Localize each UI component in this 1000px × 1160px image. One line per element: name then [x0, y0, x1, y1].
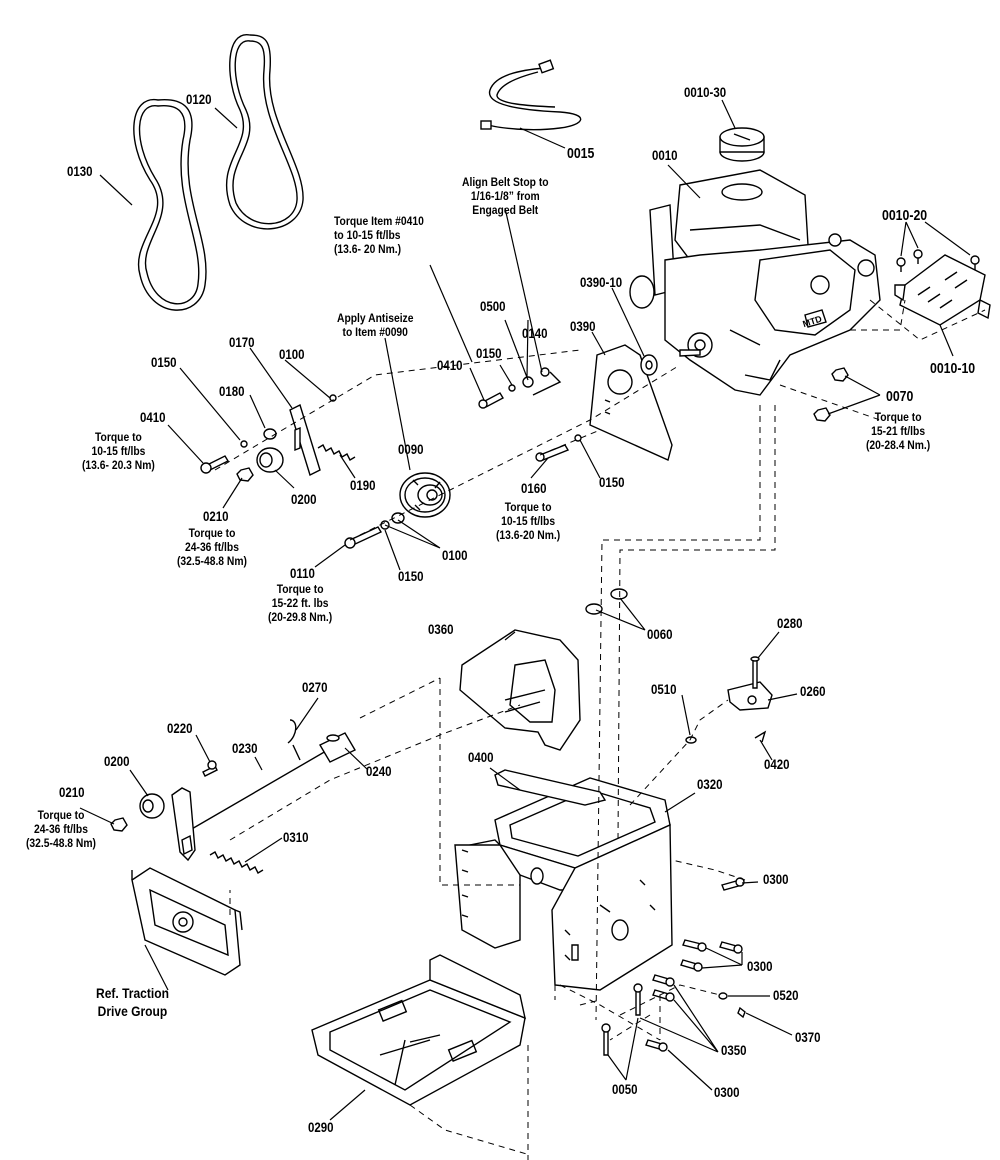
part-label-0060: 0060 [647, 626, 673, 642]
part-label-0100-upper: 0100 [279, 346, 305, 362]
part-label-0320: 0320 [697, 776, 723, 792]
part-label-0260: 0260 [800, 683, 826, 699]
part-label-0015: 0015 [567, 145, 595, 162]
plate-0400 [494, 769, 607, 806]
part-label-0410-upper: 0410 [437, 357, 463, 373]
engine-0010: MTD [629, 169, 881, 396]
idler-pulley-0200 [236, 447, 284, 482]
spring-0190 [317, 444, 356, 461]
note-torque-item-0410: Torque Item #0410 to 10-15 ft/lbs (13.6-… [334, 214, 424, 256]
part-label-0400: 0400 [468, 749, 494, 765]
part-label-0520: 0520 [773, 987, 799, 1003]
bolt-0160 [535, 434, 582, 462]
part-label-0270: 0270 [302, 679, 328, 695]
part-label-0310: 0310 [283, 829, 309, 845]
note-torque-0070: Torque to 15-21 ft/lbs (20-28.4 Nm.) [866, 410, 931, 452]
bracket-0260 [685, 656, 773, 744]
part-label-0350: 0350 [721, 1042, 747, 1058]
part-label-0010-30: 0010-30 [684, 84, 727, 100]
bottom-pan-0290 [311, 954, 526, 1106]
part-label-0290: 0290 [308, 1119, 334, 1135]
part-label-0200-upper: 0200 [291, 491, 317, 507]
part-label-0240: 0240 [366, 763, 392, 779]
part-label-0150-upper: 0150 [476, 345, 502, 361]
part-label-0050: 0050 [612, 1081, 638, 1097]
part-label-0090: 0090 [398, 441, 424, 457]
part-label-0220: 0220 [167, 720, 193, 736]
shift-bracket [110, 787, 196, 862]
part-label-0510: 0510 [651, 681, 677, 697]
note-align-belt-stop: Align Belt Stop to 1/16-1/8” from Engage… [462, 175, 549, 217]
part-label-0420: 0420 [764, 756, 790, 772]
note-torque-0210-lower: Torque to 24-36 ft/lbs (32.5-48.8 Nm) [26, 808, 96, 850]
note-torque-0110: Torque to 15-22 ft. lbs (20-29.8 Nm.) [268, 582, 333, 624]
belt-0130 [133, 98, 207, 311]
cable-0015 [480, 59, 582, 131]
part-label-0410-left: 0410 [140, 409, 166, 425]
part-label-0280: 0280 [777, 615, 803, 631]
shift-rod-0230 [189, 719, 356, 831]
part-label-0360: 0360 [428, 621, 454, 637]
spring-0310 [209, 851, 264, 874]
traction-drive-plate [131, 867, 243, 976]
part-label-0210-lower: 0210 [59, 784, 85, 800]
cover-plate-0010-10 [894, 254, 991, 326]
part-label-0130: 0130 [67, 163, 93, 179]
part-label-0370: 0370 [795, 1029, 821, 1045]
part-label-0140: 0140 [522, 325, 548, 341]
part-label-0300-upper: 0300 [763, 871, 789, 887]
alignment-lines [214, 299, 986, 1160]
part-label-0180: 0180 [219, 383, 245, 399]
belt-guard-0390 [589, 344, 673, 461]
part-label-0210-upper: 0210 [203, 508, 229, 524]
part-label-0390: 0390 [570, 318, 596, 334]
part-label-0150-right: 0150 [599, 474, 625, 490]
part-label-0160: 0160 [521, 480, 547, 496]
note-torque-0410-left: Torque to 10-15 ft/lbs (13.6- 20.3 Nm) [82, 430, 155, 472]
washer-0390-10 [640, 354, 658, 376]
part-label-0390-10: 0390-10 [580, 274, 623, 290]
part-label-0300-lower: 0300 [714, 1084, 740, 1100]
part-label-0010-20: 0010-20 [882, 207, 928, 224]
part-label-0010-10: 0010-10 [930, 360, 976, 377]
note-ref-traction-drive-group: Ref. Traction Drive Group [96, 985, 169, 1019]
bolt-0110 [344, 512, 405, 549]
part-label-0150-lower: 0150 [398, 568, 424, 584]
nuts-0070 [813, 367, 849, 422]
part-label-0150-left: 0150 [151, 354, 177, 370]
part-label-0100-lower: 0100 [442, 547, 468, 563]
shroud-0360 [459, 629, 581, 751]
part-label-0190: 0190 [350, 477, 376, 493]
belt-0120 [225, 34, 304, 230]
part-label-0200-lower: 0200 [104, 753, 130, 769]
note-torque-0210-upper: Torque to 24-36 ft/lbs (32.5-48.8 Nm) [177, 526, 247, 568]
part-label-0170: 0170 [229, 334, 255, 350]
belt-stop-0140 [478, 367, 562, 409]
part-label-0120: 0120 [186, 91, 212, 107]
screws-0010-20 [896, 249, 980, 272]
part-label-0010: 0010 [652, 147, 678, 163]
part-label-0110: 0110 [290, 565, 315, 581]
part-label-0500: 0500 [480, 298, 506, 314]
hardware-left-upper [200, 428, 277, 474]
frame-bolts [601, 877, 746, 1056]
part-label-0070: 0070 [886, 388, 914, 405]
part-label-0230: 0230 [232, 740, 258, 756]
frame-0320 [454, 777, 673, 991]
part-label-0300-middle: 0300 [747, 958, 773, 974]
fuel-cap-0010-30 [719, 127, 765, 162]
washers-0060 [585, 588, 628, 615]
note-torque-0160: Torque to 10-15 ft/lbs (13.6-20 Nm.) [496, 500, 561, 542]
idler-bracket-0170 [289, 394, 337, 476]
leader-lines [79, 99, 971, 1121]
note-apply-antiseize: Apply Antiseize to Item #0090 [337, 311, 414, 339]
pulley-0090 [399, 472, 451, 518]
